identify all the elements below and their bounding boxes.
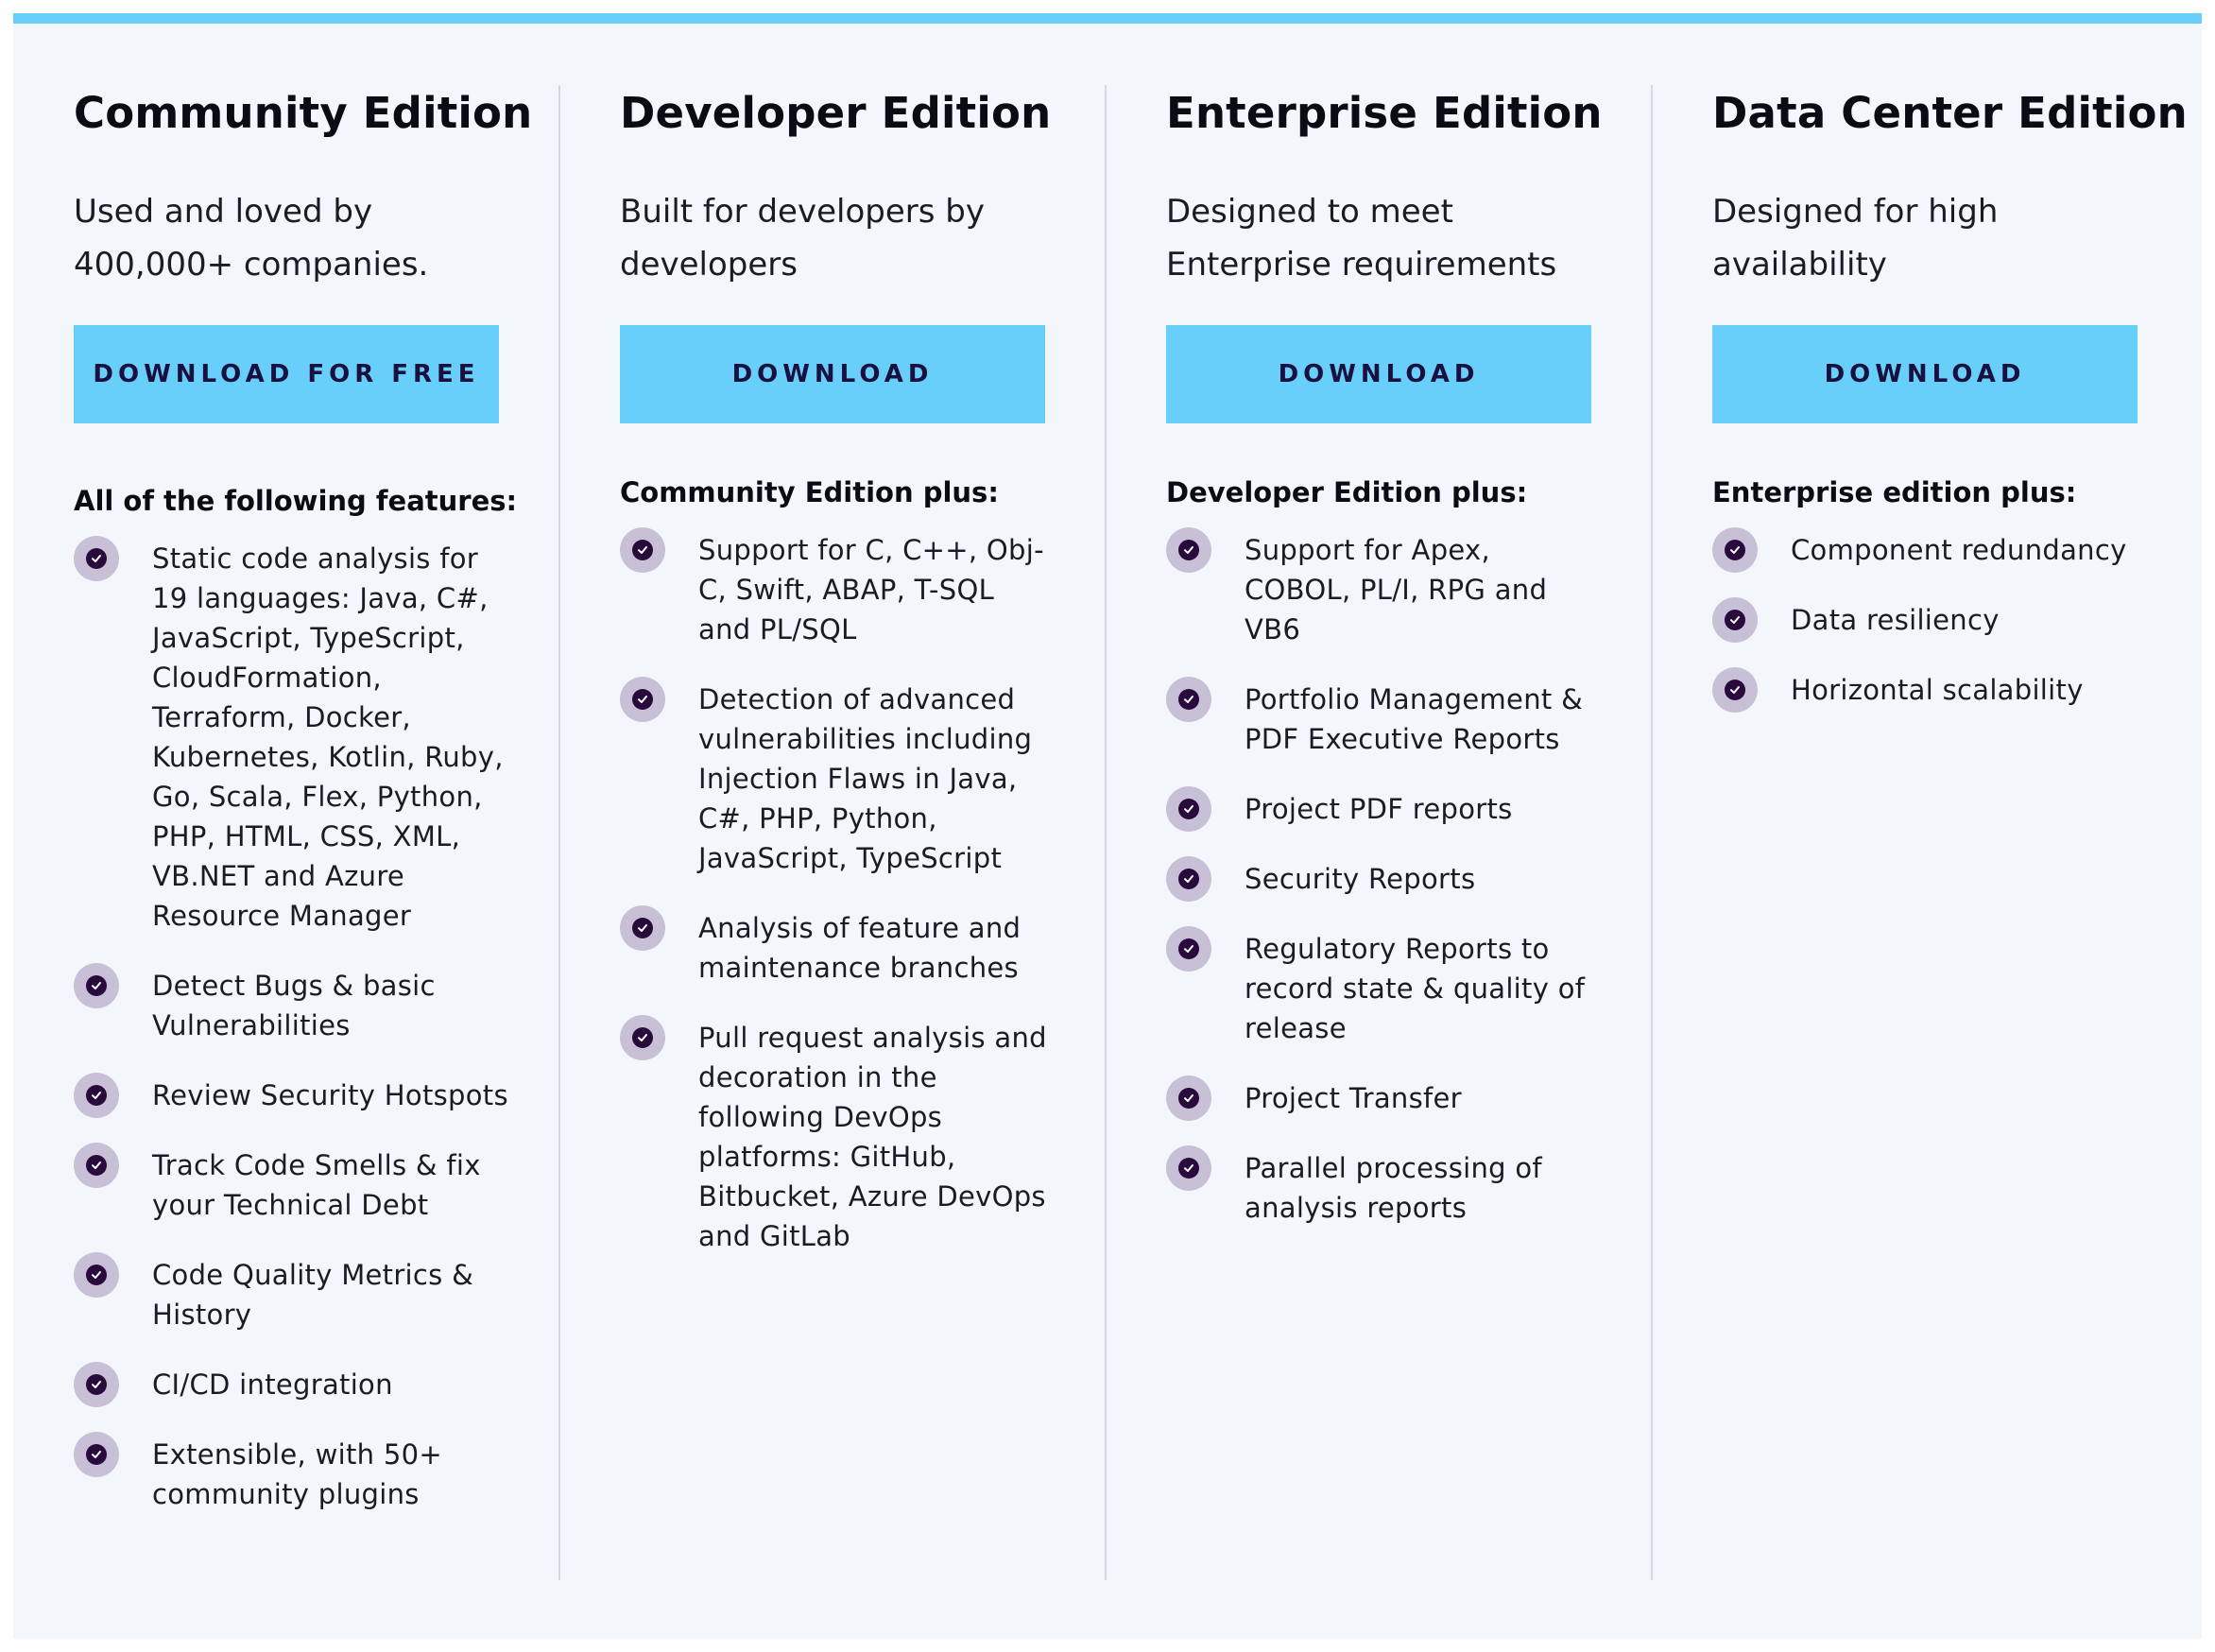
feature-text: Track Code Smells & fix your Technical D… [152, 1149, 481, 1221]
feature-text: Project PDF reports [1245, 793, 1513, 825]
feature-list: Component redundancy Data resiliency Hor… [1712, 527, 2147, 740]
column-divider [1105, 85, 1107, 1580]
feature-item: Horizontal scalability [1712, 667, 2147, 713]
download-button[interactable]: DOWNLOAD [1712, 325, 2138, 423]
feature-text: Component redundancy [1791, 534, 2127, 566]
check-circle-icon [1166, 677, 1211, 722]
check-circle-icon [74, 1432, 119, 1477]
feature-item: Support for C, C++, Obj-C, Swift, ABAP, … [620, 527, 1055, 649]
feature-text: Extensible, with 50+ community plugins [152, 1438, 442, 1510]
download-button-label: DOWNLOAD [1278, 360, 1480, 388]
feature-item: Security Reports [1166, 856, 1601, 902]
edition-title: Community Edition [74, 88, 533, 138]
download-button-label: DOWNLOAD [731, 360, 934, 388]
edition-title: Data Center Edition [1712, 88, 2188, 138]
check-circle-icon [1166, 786, 1211, 832]
column-divider [558, 85, 560, 1580]
editions-panel [13, 13, 2202, 1639]
features-heading: Developer Edition plus: [1166, 476, 1528, 508]
download-button[interactable]: DOWNLOAD [1166, 325, 1591, 423]
download-button[interactable]: DOWNLOAD [620, 325, 1045, 423]
edition-subtitle: Built for developers by developers [620, 193, 985, 284]
edition-title: Enterprise Edition [1166, 88, 1603, 138]
edition-card-enterprise: Enterprise Edition Designed to meet Ente… [1166, 13, 1610, 1639]
feature-text: Portfolio Management & PDF Executive Rep… [1245, 683, 1583, 755]
check-circle-icon [1166, 926, 1211, 972]
download-for-free-button[interactable]: DOWNLOAD FOR FREE [74, 325, 499, 423]
feature-item: Portfolio Management & PDF Executive Rep… [1166, 677, 1601, 759]
features-heading: Community Edition plus: [620, 476, 999, 508]
check-circle-icon [1712, 597, 1758, 643]
edition-card-developer: Developer Edition Built for developers b… [620, 13, 1064, 1639]
feature-text: Support for C, C++, Obj-C, Swift, ABAP, … [698, 534, 1044, 645]
feature-item: Parallel processing of analysis reports [1166, 1145, 1601, 1228]
feature-item: Extensible, with 50+ community plugins [74, 1432, 508, 1514]
feature-item: Review Security Hotspots [74, 1073, 508, 1118]
feature-list: Support for C, C++, Obj-C, Swift, ABAP, … [620, 527, 1055, 1286]
check-circle-icon [74, 1362, 119, 1407]
check-circle-icon [74, 963, 119, 1008]
feature-list: Static code analysis for 19 languages: J… [74, 536, 508, 1544]
check-circle-icon [1712, 527, 1758, 573]
feature-item: Track Code Smells & fix your Technical D… [74, 1143, 508, 1225]
edition-card-data-center: Data Center Edition Designed for high av… [1712, 13, 2188, 1639]
check-circle-icon [620, 1015, 665, 1060]
feature-text: Support for Apex, COBOL, PL/I, RPG and V… [1245, 534, 1548, 645]
check-circle-icon [74, 536, 119, 581]
feature-text: Detect Bugs & basic Vulnerabilities [152, 970, 436, 1041]
feature-text: Code Quality Metrics & History [152, 1259, 474, 1331]
feature-item: Regulatory Reports to record state & qua… [1166, 926, 1601, 1048]
feature-item: Static code analysis for 19 languages: J… [74, 536, 508, 936]
feature-item: Detection of advanced vulnerabilities in… [620, 677, 1055, 878]
feature-item: Code Quality Metrics & History [74, 1252, 508, 1334]
features-heading: All of the following features: [74, 485, 518, 517]
edition-subtitle: Used and loved by 400,000+ companies. [74, 193, 429, 284]
feature-text: Detection of advanced vulnerabilities in… [698, 683, 1033, 874]
feature-item: CI/CD integration [74, 1362, 508, 1407]
check-circle-icon [620, 905, 665, 951]
check-circle-icon [74, 1073, 119, 1118]
feature-item: Pull request analysis and decoration in … [620, 1015, 1055, 1256]
feature-text: Pull request analysis and decoration in … [698, 1022, 1047, 1252]
editions-columns: Community Edition Used and loved by 400,… [13, 13, 2202, 1639]
feature-text: Horizontal scalability [1791, 674, 2084, 706]
feature-item: Project Transfer [1166, 1076, 1601, 1121]
feature-text: Project Transfer [1245, 1082, 1462, 1114]
feature-text: Regulatory Reports to record state & qua… [1245, 933, 1586, 1044]
check-circle-icon [620, 527, 665, 573]
feature-text: Analysis of feature and maintenance bran… [698, 912, 1022, 984]
feature-text: Data resiliency [1791, 604, 2000, 636]
feature-text: Parallel processing of analysis reports [1245, 1152, 1542, 1224]
feature-text: CI/CD integration [152, 1368, 393, 1401]
check-circle-icon [1166, 1076, 1211, 1121]
features-heading: Enterprise edition plus: [1712, 476, 2077, 508]
check-circle-icon [620, 677, 665, 722]
edition-title: Developer Edition [620, 88, 1052, 138]
feature-text: Security Reports [1245, 863, 1476, 895]
check-circle-icon [74, 1252, 119, 1298]
feature-text: Static code analysis for 19 languages: J… [152, 542, 504, 932]
edition-subtitle: Designed to meet Enterprise requirements [1166, 193, 1557, 284]
column-divider [1651, 85, 1653, 1580]
download-button-label: DOWNLOAD FOR FREE [93, 360, 480, 388]
accent-top-bar [13, 13, 2202, 24]
feature-item: Support for Apex, COBOL, PL/I, RPG and V… [1166, 527, 1601, 649]
feature-text: Review Security Hotspots [152, 1079, 508, 1111]
download-button-label: DOWNLOAD [1824, 360, 2026, 388]
feature-item: Data resiliency [1712, 597, 2147, 643]
check-circle-icon [1712, 667, 1758, 713]
feature-list: Support for Apex, COBOL, PL/I, RPG and V… [1166, 527, 1601, 1258]
check-circle-icon [1166, 856, 1211, 902]
feature-item: Analysis of feature and maintenance bran… [620, 905, 1055, 988]
check-circle-icon [74, 1143, 119, 1188]
check-circle-icon [1166, 527, 1211, 573]
feature-item: Component redundancy [1712, 527, 2147, 573]
feature-item: Detect Bugs & basic Vulnerabilities [74, 963, 508, 1045]
check-circle-icon [1166, 1145, 1211, 1191]
edition-card-community: Community Edition Used and loved by 400,… [74, 13, 532, 1639]
edition-subtitle: Designed for high availability [1712, 193, 1999, 284]
feature-item: Project PDF reports [1166, 786, 1601, 832]
